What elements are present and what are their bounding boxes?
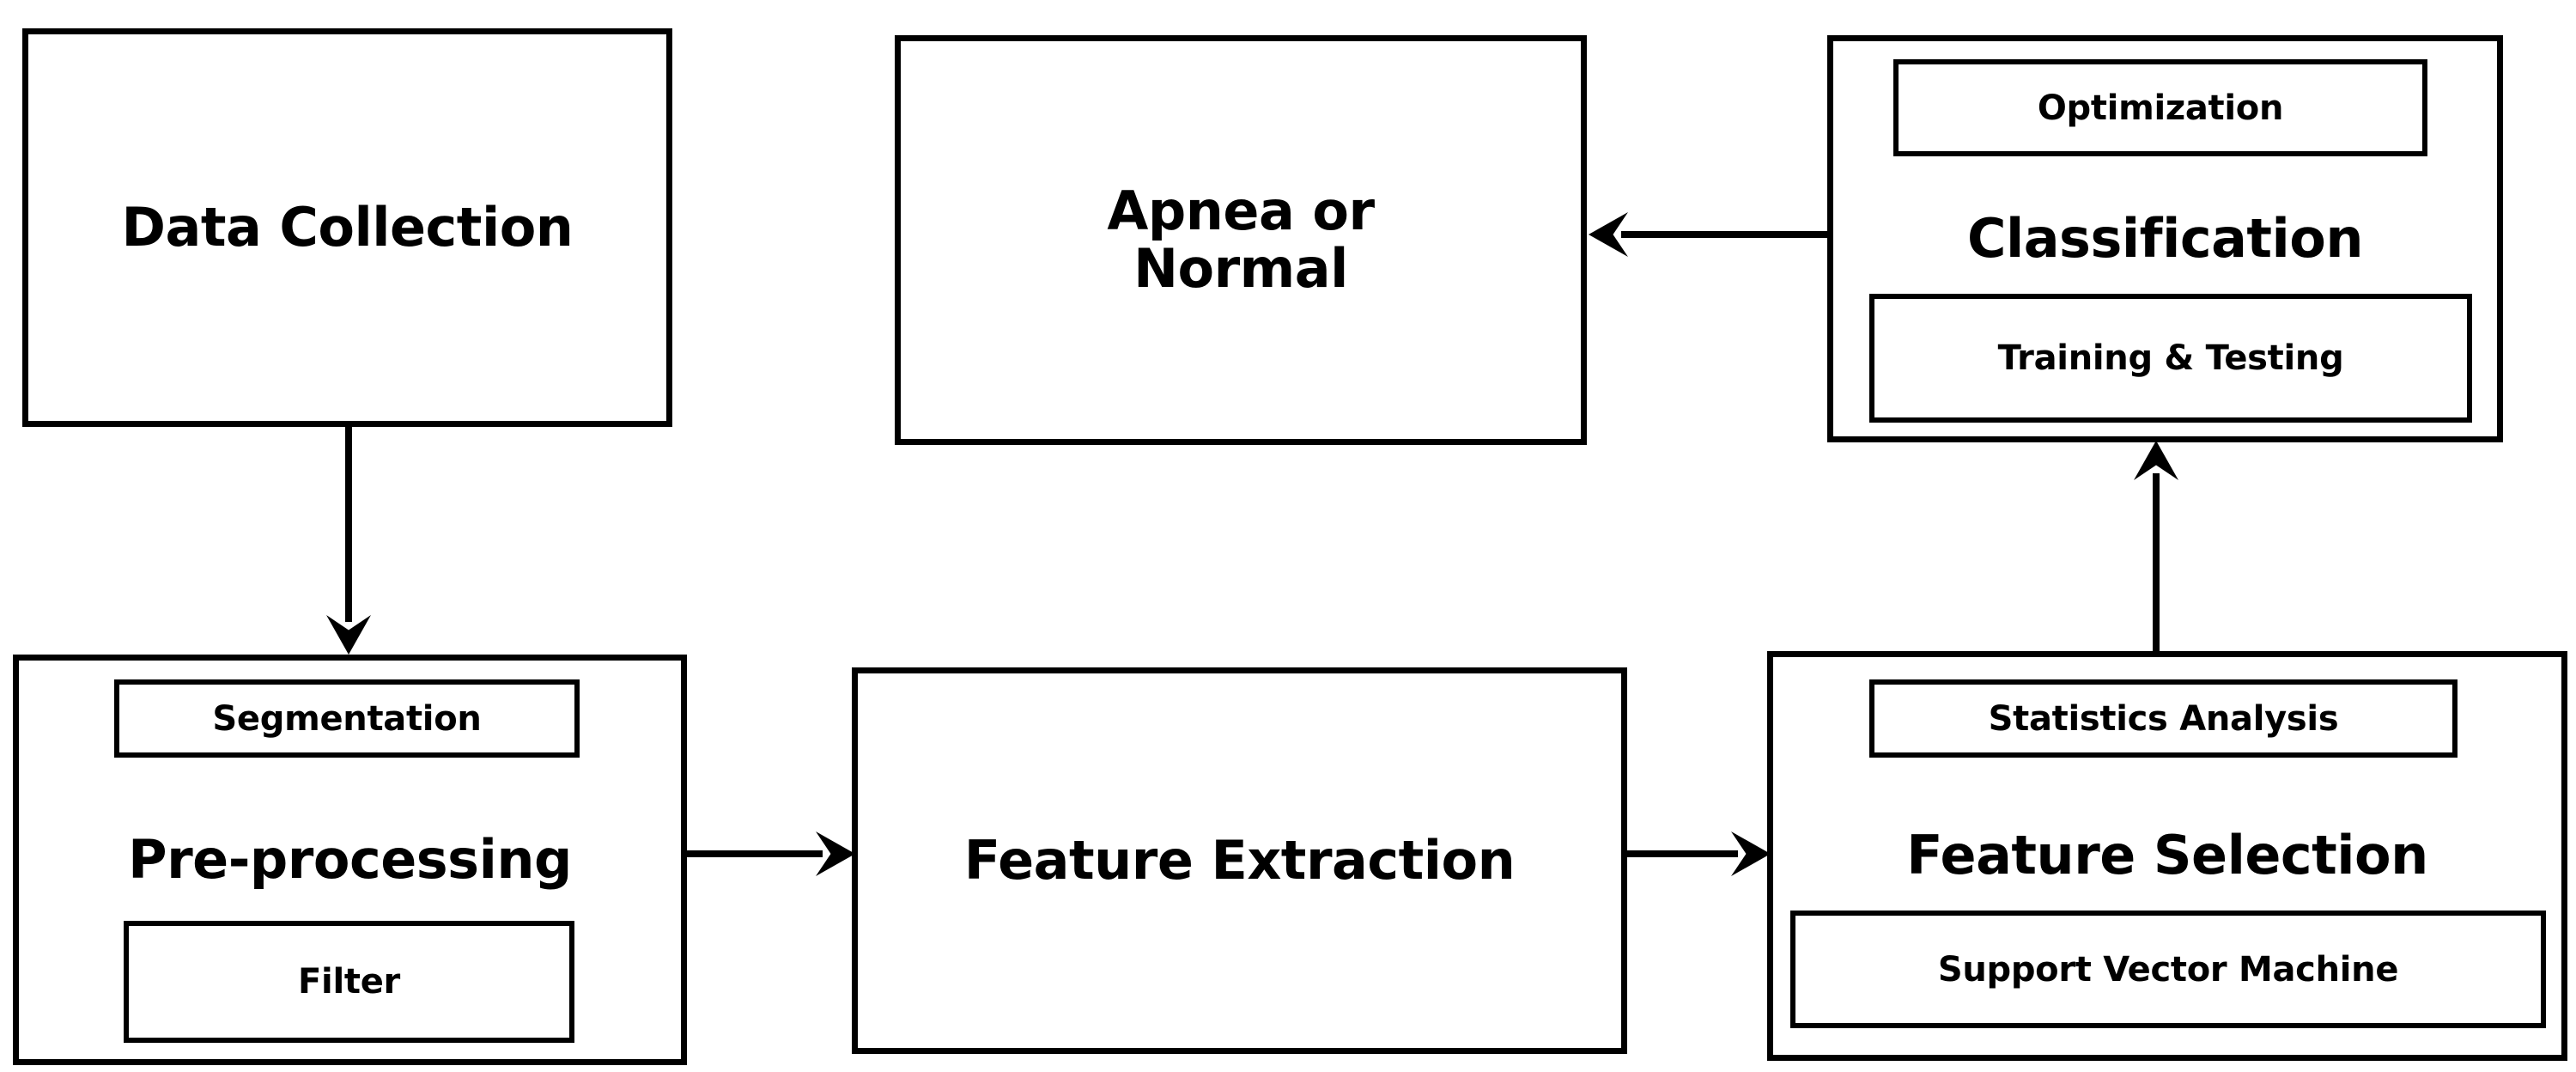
subnode-optimization[interactable]: Optimization	[1893, 59, 2427, 156]
node-label-classification: Classification	[1966, 206, 2364, 270]
node-label-feature-extraction: Feature Extraction	[963, 828, 1516, 892]
subnode-segmentation[interactable]: Segmentation	[114, 679, 580, 758]
node-label-pre-processing: Pre-processing	[128, 827, 572, 891]
subnode-label-support-vector-machine: Support Vector Machine	[1937, 949, 2399, 990]
arrow-data-collection-to-pre-processing	[314, 393, 384, 689]
subnode-label-segmentation: Segmentation	[212, 698, 482, 739]
node-label-data-collection: Data Collection	[121, 195, 574, 259]
node-label-feature-selection: Feature Selection	[1906, 824, 2428, 887]
subnode-label-filter: Filter	[298, 962, 400, 1002]
subnode-label-optimization: Optimization	[2037, 88, 2284, 128]
subnode-filter[interactable]: Filter	[124, 921, 574, 1043]
arrow-classification-to-apnea-or-normal	[1554, 200, 1862, 270]
subnode-statistics-analysis[interactable]: Statistics Analysis	[1869, 679, 2458, 758]
node-label-apnea-or-normal: Apnea or Normal	[1107, 179, 1375, 300]
arrow-feature-selection-to-classification	[2122, 406, 2191, 685]
subnode-support-vector-machine[interactable]: Support Vector Machine	[1790, 911, 2546, 1028]
node-apnea-or-normal[interactable]: Apnea or Normal	[895, 35, 1587, 445]
subnode-training-and-testing[interactable]: Training & Testing	[1869, 294, 2472, 423]
subnode-label-training-and-testing: Training & Testing	[1997, 338, 2344, 378]
node-data-collection[interactable]: Data Collection	[22, 28, 672, 427]
node-feature-extraction[interactable]: Feature Extraction	[852, 667, 1627, 1054]
subnode-label-statistics-analysis: Statistics Analysis	[1988, 698, 2339, 739]
